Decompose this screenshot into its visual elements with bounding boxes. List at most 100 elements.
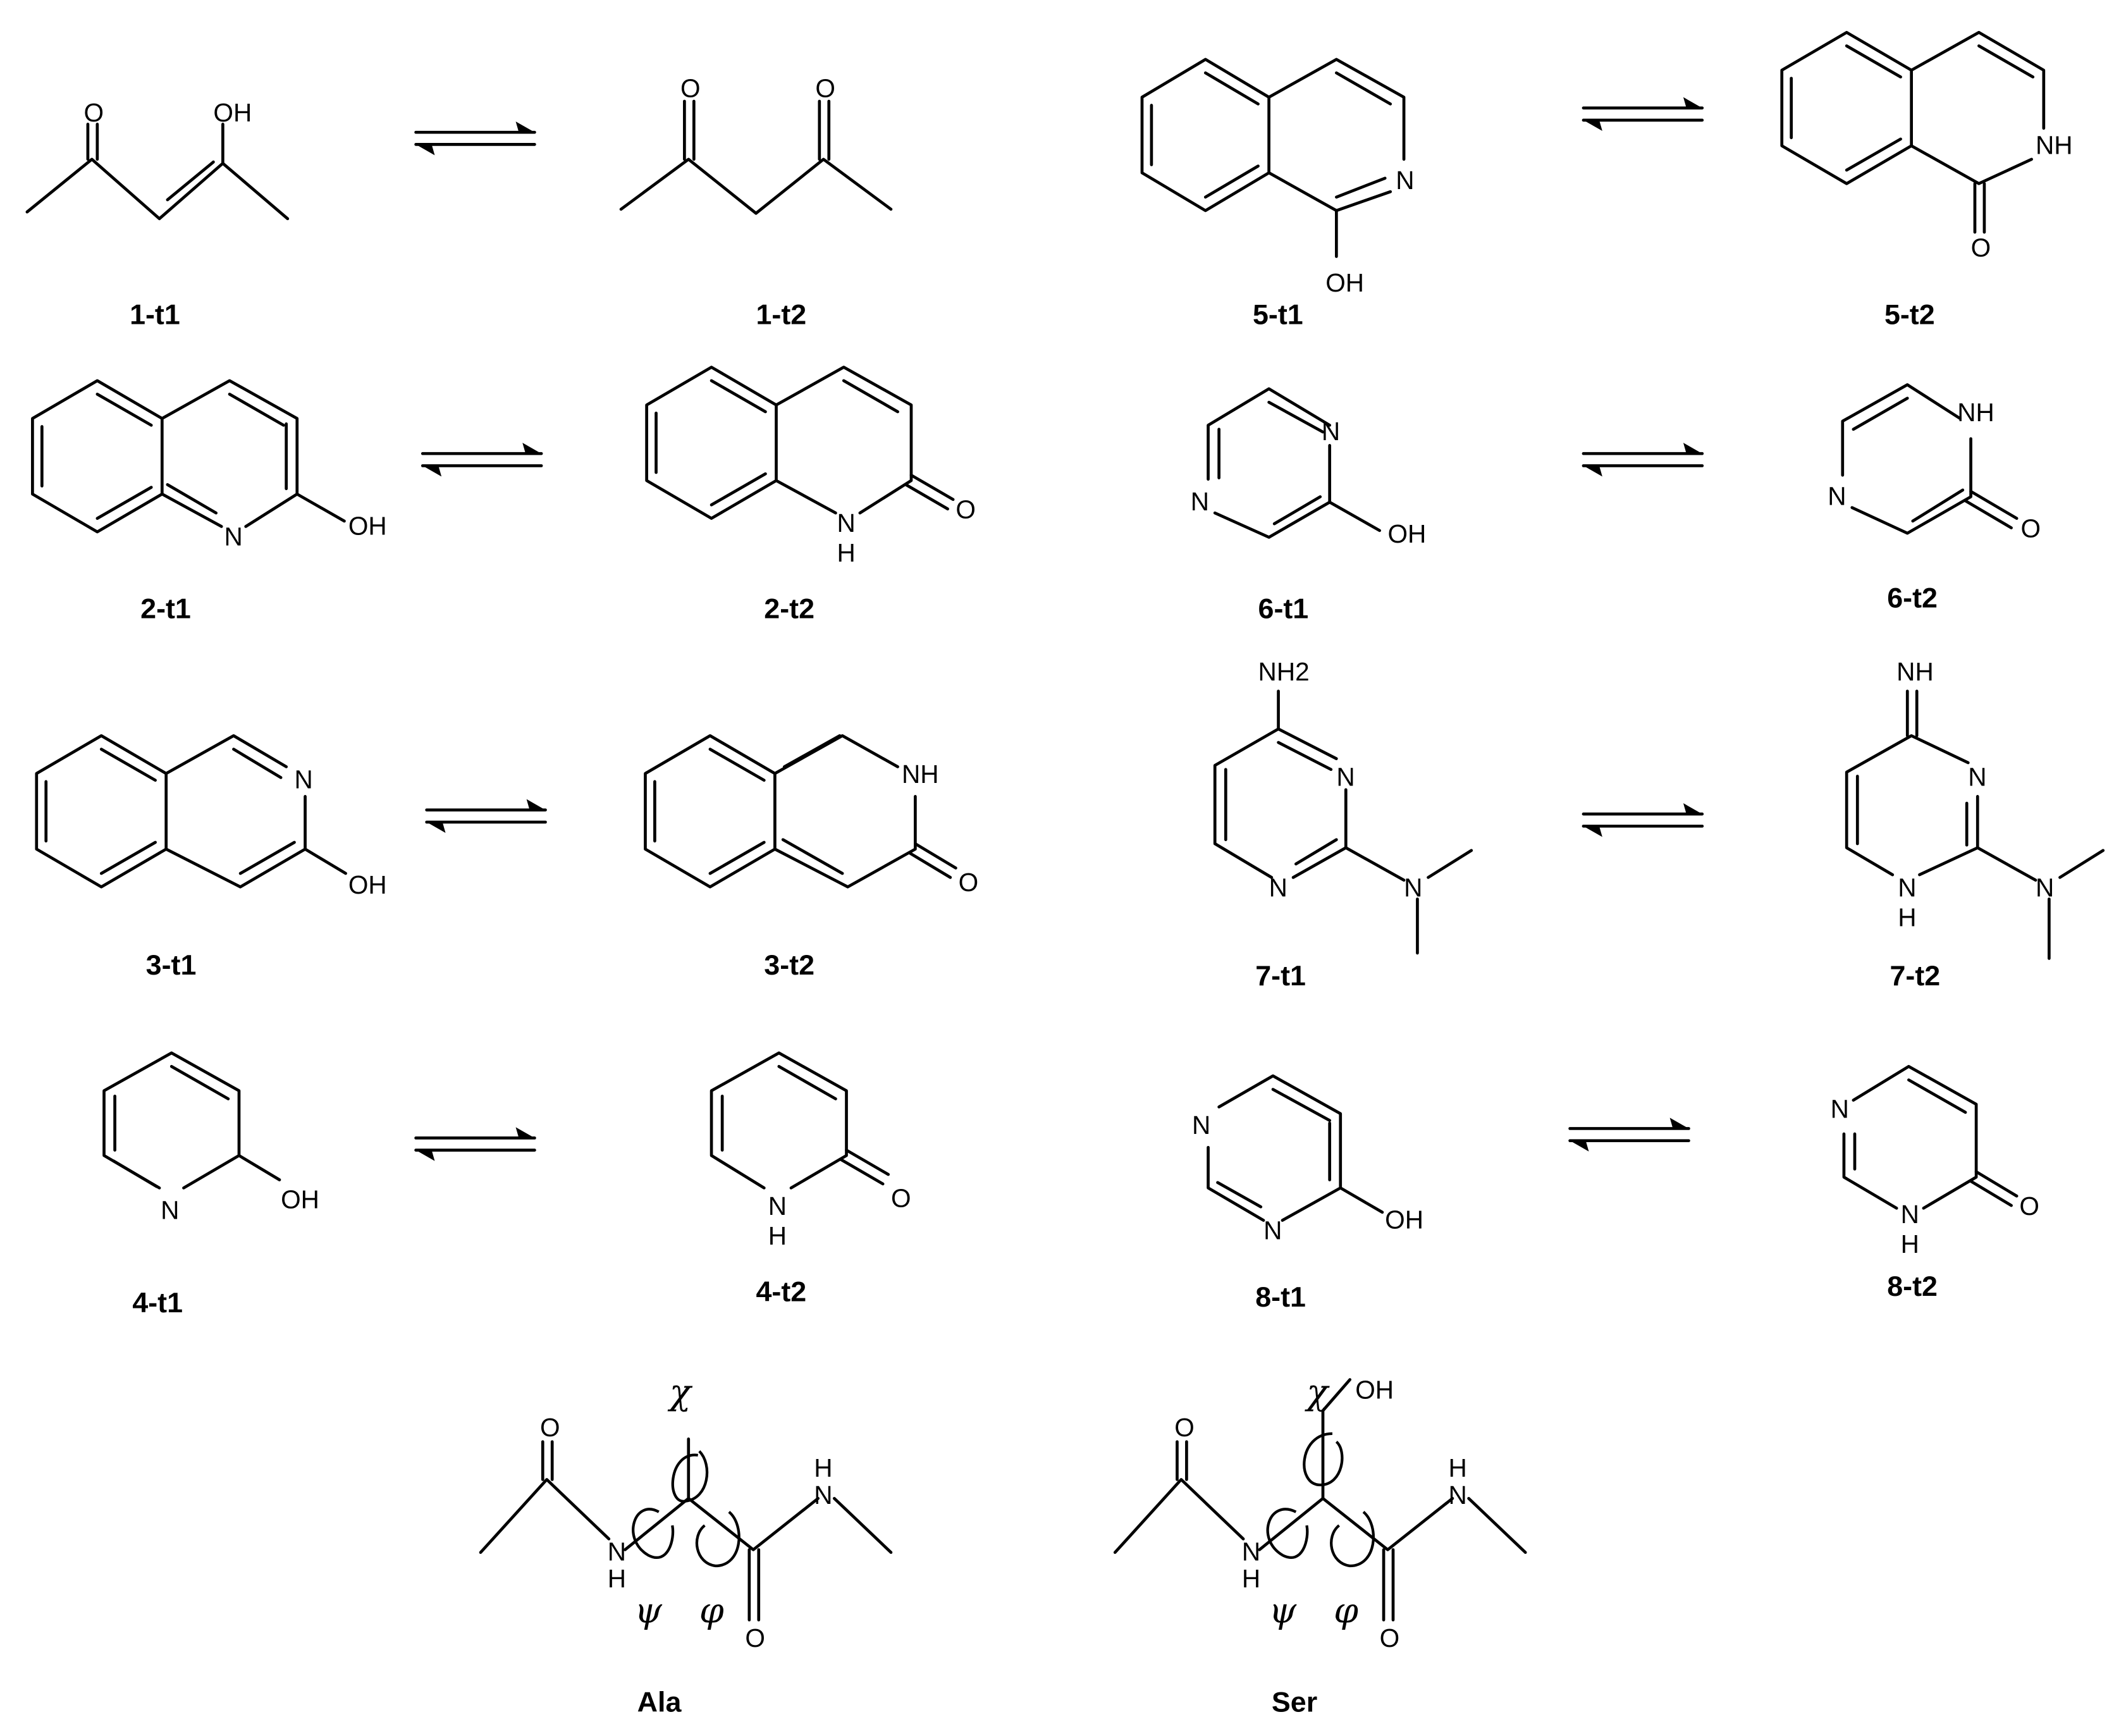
atom-label: O <box>540 1413 560 1442</box>
atom-label: O <box>2019 1191 2039 1221</box>
molecule-7-t2: NH N N H N 7-t2 <box>1845 657 2105 992</box>
atom-label: N <box>1263 1216 1282 1245</box>
atom-label: OH <box>1385 1205 1423 1234</box>
atom-label: N <box>1828 481 1846 510</box>
atom-label: O <box>745 1623 765 1653</box>
atom-label: O <box>680 74 701 103</box>
molecule-8-t1: N N OH 8-t1 <box>1192 1074 1423 1313</box>
dipeptide-ala: O N H N H O χ ψ φ Ala <box>479 1372 893 1718</box>
rotation-arrow-chi-icon <box>1303 1432 1344 1487</box>
molecule-6-t1: N N OH 6-t1 <box>1191 387 1426 625</box>
atom-label: N <box>1396 166 1414 195</box>
atom-label: H <box>768 1221 787 1250</box>
atom-label: OH <box>1325 268 1364 297</box>
compound-label: 8-t1 <box>1255 1281 1306 1313</box>
atom-label: O <box>2021 514 2041 543</box>
chi-angle-label: χ <box>667 1372 693 1413</box>
atom-label: H <box>814 1453 832 1482</box>
atom-label: O <box>959 868 979 897</box>
equilibrium-arrow-icon <box>422 443 541 476</box>
atom-label: N <box>1449 1481 1467 1510</box>
equilibrium-arrow-icon <box>1583 443 1702 476</box>
compound-label: 3-t1 <box>146 949 197 981</box>
molecule-5-t1: N OH 5-t1 <box>1140 58 1415 330</box>
atom-label: N <box>1192 1111 1210 1140</box>
atom-label: N <box>1404 873 1422 902</box>
compound-label: 5-t2 <box>1884 299 1935 330</box>
molecule-1-t1: O OH 1-t1 <box>25 98 290 330</box>
equilibrium-arrow-icon <box>416 121 535 155</box>
rotation-arrow-phi-icon <box>1330 1511 1375 1568</box>
atom-label: N <box>1901 1200 1919 1229</box>
atom-label: NH <box>2036 130 2073 159</box>
compound-label: 4-t2 <box>756 1276 807 1308</box>
atom-label: N <box>1322 417 1340 446</box>
atom-label: N <box>1831 1094 1849 1123</box>
rotation-arrow-psi-icon <box>1266 1508 1309 1559</box>
atom-label: H <box>1901 1229 1919 1259</box>
psi-angle-label: ψ <box>1269 1591 1297 1632</box>
rotation-arrow-chi-icon <box>671 1450 709 1503</box>
atom-label: N <box>768 1191 787 1221</box>
dipeptide-ser: O N H N H O OH χ ψ φ Ser <box>1113 1372 1527 1718</box>
compound-label: 5-t1 <box>1253 299 1303 330</box>
atom-label: N <box>1191 487 1209 516</box>
compound-label: 2-t2 <box>764 593 814 625</box>
equilibrium-arrow-icon <box>1583 803 1702 837</box>
compound-label: 7-t2 <box>1890 960 1941 992</box>
atom-label: NH <box>902 760 939 789</box>
atom-label: O <box>1380 1623 1400 1653</box>
rotation-arrow-psi-icon <box>632 1508 675 1559</box>
compound-label: 6-t1 <box>1258 593 1309 625</box>
atom-label: N <box>294 765 312 794</box>
molecule-1-t2: O O 1-t2 <box>619 74 893 330</box>
atom-label: N <box>608 1537 626 1567</box>
atom-label: H <box>837 538 856 567</box>
atom-label: N <box>837 508 856 538</box>
rotation-arrow-phi-icon <box>695 1511 741 1568</box>
equilibrium-arrow-icon <box>427 799 546 833</box>
molecule-6-t2: NH N O 6-t2 <box>1828 383 2041 614</box>
atom-label: O <box>815 74 835 103</box>
atom-label: OH <box>348 511 387 540</box>
atom-label: N <box>224 522 242 551</box>
compound-label: Ser <box>1272 1687 1317 1718</box>
compound-label: Ala <box>637 1687 682 1718</box>
compound-label: 2-t1 <box>140 593 191 625</box>
molecule-2-t2: N H O 2-t2 <box>645 366 976 625</box>
equilibrium-arrow-icon <box>1583 97 1702 131</box>
chi-angle-label: χ <box>1304 1372 1330 1413</box>
molecule-5-t2: NH O 5-t2 <box>1780 30 2073 330</box>
compound-label: 4-t1 <box>132 1287 183 1319</box>
atom-label: N <box>1336 762 1355 791</box>
atom-label: O <box>1971 233 1991 262</box>
atom-label: N <box>1968 762 1986 791</box>
atom-label: N <box>1898 873 1916 902</box>
atom-label: H <box>1242 1564 1260 1593</box>
compound-label: 8-t2 <box>1887 1271 1938 1302</box>
molecule-4-t2: N H O 4-t2 <box>710 1051 911 1308</box>
atom-label: O <box>956 495 976 524</box>
atom-label: N <box>814 1481 832 1510</box>
atom-label: OH <box>348 870 387 899</box>
molecule-3-t2: NH O 3-t2 <box>644 734 979 981</box>
compound-label: 1-t2 <box>756 299 807 330</box>
molecule-3-t1: N OH 3-t1 <box>35 734 387 981</box>
atom-label: OH <box>281 1185 319 1214</box>
equilibrium-arrow-icon <box>1570 1117 1689 1151</box>
atom-label: H <box>1449 1453 1467 1482</box>
atom-label: O <box>1174 1413 1195 1442</box>
atom-label: NH <box>1896 657 1934 686</box>
phi-angle-label: φ <box>699 1591 724 1632</box>
atom-label: N <box>2036 873 2054 902</box>
compound-label: 3-t2 <box>764 949 814 981</box>
compound-label: 6-t2 <box>1887 582 1938 614</box>
atom-label: N <box>1269 873 1287 902</box>
phi-angle-label: φ <box>1334 1591 1358 1632</box>
equilibrium-arrow-icon <box>416 1127 535 1160</box>
atom-label: NH <box>1957 398 1994 427</box>
compound-label: 1-t1 <box>130 299 180 330</box>
molecule-2-t1: N OH 2-t1 <box>31 379 387 625</box>
atom-label: O <box>891 1183 911 1212</box>
